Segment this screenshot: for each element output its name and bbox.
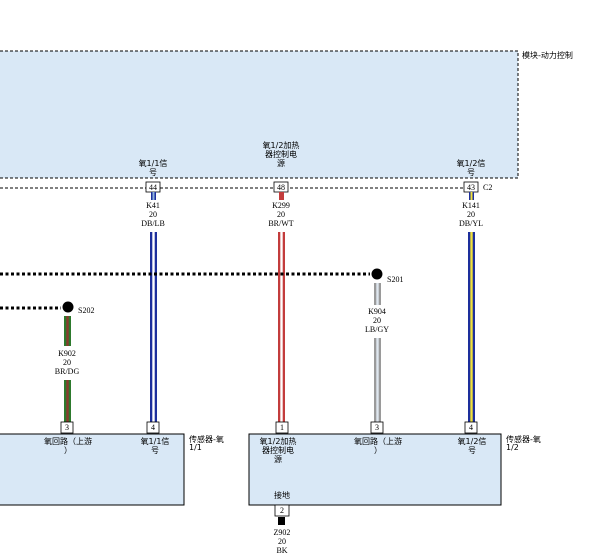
svg-text:DB/LB: DB/LB: [141, 219, 165, 228]
power-control-module: 模块-动力控制 C2: [0, 50, 573, 192]
wire-k904: K904 20 LB/GY: [365, 283, 389, 422]
svg-text:20: 20: [63, 358, 71, 367]
wire-z902: Z902 20 BK: [274, 517, 291, 555]
svg-text:4: 4: [151, 423, 155, 432]
splice-s201-label: S201: [387, 275, 403, 284]
svg-text:20: 20: [278, 537, 286, 546]
svg-text:48: 48: [277, 183, 285, 192]
svg-text:4: 4: [469, 423, 473, 432]
svg-text:号: 号: [467, 168, 475, 177]
svg-text:氧1/1信: 氧1/1信: [139, 158, 168, 168]
module-label: 模块-动力控制: [522, 50, 573, 60]
svg-text:K902: K902: [58, 349, 76, 358]
svg-text:43: 43: [467, 183, 475, 192]
svg-text:氧回路（上游: 氧回路（上游: [354, 436, 402, 446]
svg-text:氧1/2加热: 氧1/2加热: [260, 436, 297, 446]
svg-text:K141: K141: [462, 201, 480, 210]
sensor-o2-1-1: 3 氧回路（上游 ） 4 氧1/1信 号 传感器-氧 1/1: [0, 421, 224, 506]
svg-text:号: 号: [468, 446, 476, 455]
wire-k141: K141 20 DB/YL: [459, 192, 483, 422]
svg-text:3: 3: [375, 423, 379, 432]
ground-label: 接地: [274, 490, 290, 500]
svg-text:氧1/1信: 氧1/1信: [141, 436, 170, 446]
svg-text:BR/DG: BR/DG: [55, 367, 80, 376]
svg-text:44: 44: [149, 183, 157, 192]
svg-text:氧回路（上游: 氧回路（上游: [44, 436, 92, 446]
svg-text:）: ）: [374, 446, 382, 455]
splice-s201: S201: [0, 268, 403, 284]
svg-text:源: 源: [274, 455, 282, 464]
wire-k299: K299 20 BR/WT: [268, 192, 294, 422]
svg-text:号: 号: [151, 446, 159, 455]
svg-text:Z902: Z902: [274, 528, 291, 537]
module-connector-label: C2: [483, 183, 492, 192]
svg-text:K299: K299: [272, 201, 290, 210]
svg-text:BR/WT: BR/WT: [268, 219, 293, 228]
wire-k902: K902 20 BR/DG: [55, 316, 80, 422]
svg-text:1/1: 1/1: [189, 443, 202, 452]
svg-text:20: 20: [277, 210, 285, 219]
svg-text:器控制电: 器控制电: [262, 445, 294, 455]
svg-text:）: ）: [64, 446, 72, 455]
svg-text:号: 号: [149, 168, 157, 177]
svg-text:氧1/2加热: 氧1/2加热: [263, 140, 300, 150]
wire-k41: K41 20 DB/LB: [141, 192, 165, 422]
svg-text:1/2: 1/2: [506, 443, 519, 452]
svg-text:20: 20: [149, 210, 157, 219]
sensor1-label: 传感器-氧: [189, 434, 224, 444]
svg-text:2: 2: [280, 506, 284, 515]
svg-text:K904: K904: [368, 307, 386, 316]
svg-text:氧1/2信: 氧1/2信: [457, 158, 486, 168]
svg-text:20: 20: [373, 316, 381, 325]
svg-text:1: 1: [280, 423, 284, 432]
svg-text:器控制电: 器控制电: [265, 149, 297, 159]
sensor2-label: 传感器-氧: [506, 434, 541, 444]
svg-text:氧1/2信: 氧1/2信: [458, 436, 487, 446]
svg-text:LB/GY: LB/GY: [365, 325, 389, 334]
splice-s202: S202: [0, 301, 94, 315]
svg-text:20: 20: [467, 210, 475, 219]
sensor-o2-1-2: 1 氧1/2加热 器控制电 源 3 氧回路（上游 ） 4 氧1/2信 号 传感器…: [248, 421, 541, 517]
splice-s202-label: S202: [78, 306, 94, 315]
svg-text:DB/YL: DB/YL: [459, 219, 483, 228]
svg-text:K41: K41: [146, 201, 160, 210]
svg-text:源: 源: [277, 159, 285, 168]
svg-text:3: 3: [65, 423, 69, 432]
svg-text:BK: BK: [276, 546, 287, 555]
